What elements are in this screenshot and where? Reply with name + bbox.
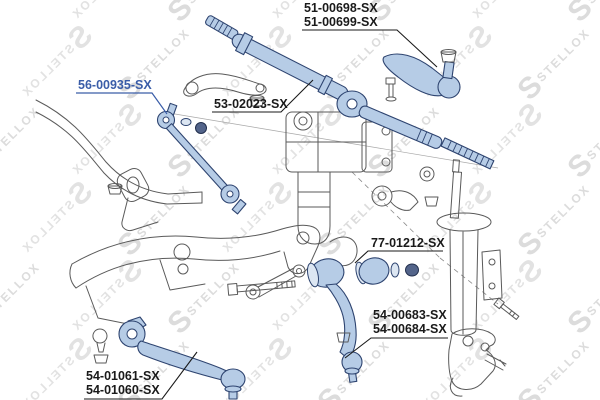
part-label-control-arm-lower[interactable]: 54-01061-SX 54-01060-SX <box>86 369 160 397</box>
part-number[interactable]: 77-01212-SX <box>371 236 445 250</box>
lower-control-arm-drawing[interactable] <box>92 316 246 400</box>
assembly-dash-line <box>439 257 499 305</box>
part-label-tie-rod-ends[interactable]: 51-00698-SX 51-00699-SX <box>304 1 378 29</box>
knuckle-drawing <box>448 328 507 397</box>
leader-lines <box>76 29 448 400</box>
part-label-control-arm-front[interactable]: 54-00683-SX 54-00684-SX <box>373 308 447 336</box>
part-label-center-rod[interactable]: 53-02023-SX <box>214 97 288 111</box>
part-number[interactable]: 53-02023-SX <box>214 97 288 111</box>
tie-rod-end-drawing[interactable] <box>382 49 461 99</box>
knuckle-bolt-drawing <box>493 297 520 320</box>
stabilizer-bar-drawing <box>35 99 203 231</box>
part-number[interactable]: 51-00699-SX <box>304 15 378 29</box>
part-label-stabilizer-link-active[interactable]: 56-00935-SX <box>78 78 152 92</box>
pitman-arm-drawing <box>183 73 267 107</box>
plane-line <box>162 111 499 169</box>
idler-arm-drawing <box>371 166 439 211</box>
bushing-drawing[interactable] <box>354 255 419 287</box>
assembly-dash-line <box>351 171 441 259</box>
part-number[interactable]: 54-01060-SX <box>86 383 160 397</box>
part-number[interactable]: 54-01061-SX <box>86 369 160 383</box>
front-control-arm-drawing[interactable] <box>306 256 363 383</box>
part-number[interactable]: 54-00684-SX <box>373 322 447 336</box>
drag-link-drawing[interactable] <box>205 15 495 170</box>
part-number[interactable]: 56-00935-SX <box>78 78 152 92</box>
part-label-control-arm-bushing[interactable]: 77-01212-SX <box>371 236 445 250</box>
part-number[interactable]: 54-00683-SX <box>373 308 447 322</box>
stabilizer-link-drawing[interactable] <box>156 102 247 215</box>
bolt-drawing <box>227 280 296 296</box>
strut-drawing <box>436 159 503 336</box>
part-number[interactable]: 51-00698-SX <box>304 1 378 15</box>
subframe-drawing <box>69 224 358 325</box>
